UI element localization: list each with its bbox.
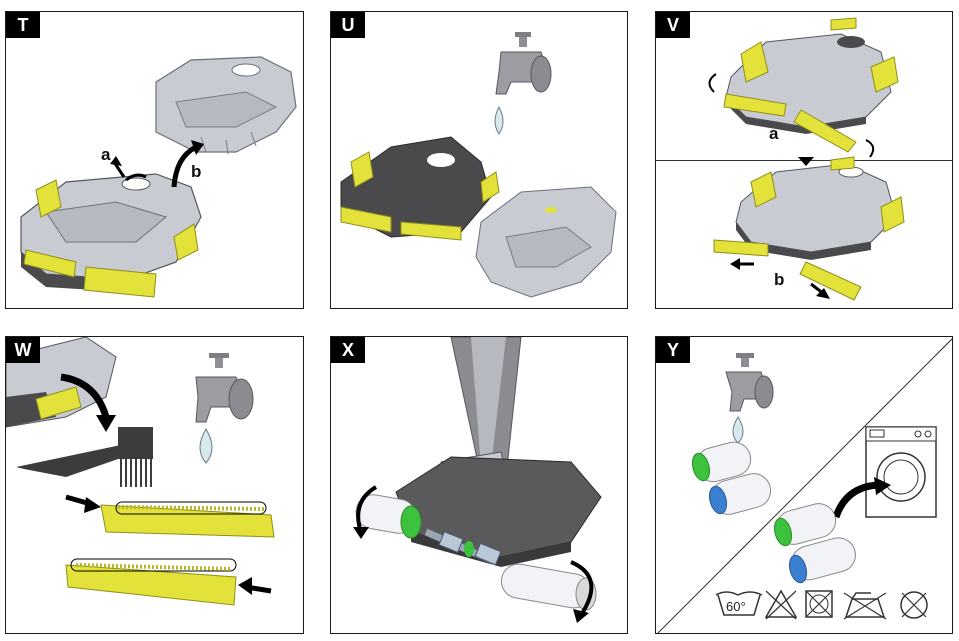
no-iron-icon	[843, 592, 887, 620]
down-arrow-icon	[798, 157, 814, 166]
device-base-icon	[395, 456, 602, 567]
panel-v-illustration	[708, 17, 905, 301]
panel-letter-v: V	[656, 12, 690, 38]
panel-x: X	[330, 336, 628, 634]
rollers-wash-icon	[773, 503, 856, 584]
panel-letter-u: U	[331, 12, 365, 38]
faucet-icon	[195, 353, 254, 464]
panel-letter-t: T	[6, 12, 40, 38]
panel-letter-w: W	[6, 337, 40, 363]
panel-w: W	[5, 336, 304, 634]
panel-u: U	[330, 11, 628, 309]
label-a: a	[101, 145, 111, 164]
dark-frame-icon	[340, 136, 500, 241]
roller-left-icon	[355, 494, 422, 539]
cleaning-brush-icon	[16, 427, 153, 487]
panel-t-illustration	[20, 56, 297, 298]
arrow-to-machine-icon	[832, 481, 879, 519]
panel-y: Y	[655, 336, 953, 634]
base-with-wipers-icon	[20, 173, 202, 298]
label-a: a	[769, 124, 779, 143]
panel-v: V	[655, 11, 953, 309]
arrow-b-icon	[171, 144, 198, 188]
no-tumble-dry-icon	[805, 590, 833, 618]
panel-letter-y: Y	[656, 337, 690, 363]
label-b: b	[191, 162, 202, 181]
washing-machine-icon	[865, 426, 937, 518]
faucet-icon	[725, 353, 774, 444]
frame-wipers-removal-b-icon	[713, 156, 905, 301]
panel-w-illustration	[6, 337, 275, 606]
panel-u-illustration	[340, 32, 617, 298]
panel-letter-x: X	[331, 337, 365, 363]
axle-connector-icon	[424, 528, 502, 566]
wash-60-icon	[715, 591, 763, 616]
wash-temperature-label: 60°	[726, 599, 746, 614]
rotate-arrow-right-icon	[570, 560, 594, 617]
diagonal-divider	[657, 338, 952, 633]
light-frame-icon	[475, 186, 617, 298]
frame-wipers-removal-a-icon	[708, 17, 899, 158]
no-bleach-icon	[764, 589, 798, 620]
frame-insert-icon	[155, 56, 297, 155]
rollers-rinse-icon	[691, 441, 772, 515]
wiper-top-icon	[100, 501, 275, 538]
label-b: b	[774, 270, 785, 289]
panel-y-illustration	[657, 338, 952, 633]
wiper-bottom-icon	[65, 558, 237, 606]
panel-t: T a b	[5, 11, 304, 309]
faucet-icon	[494, 32, 552, 135]
curved-arrow-icon	[60, 373, 110, 419]
no-dry-clean-icon	[900, 591, 928, 619]
panel-x-illustration	[353, 337, 602, 623]
